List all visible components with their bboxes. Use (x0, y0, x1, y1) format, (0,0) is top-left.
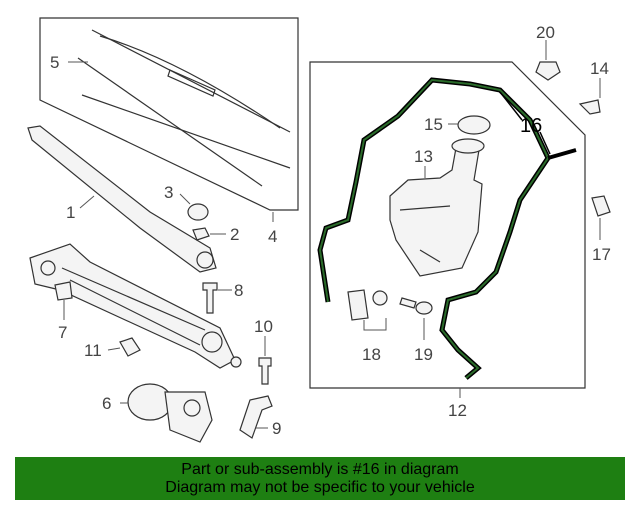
wiper-linkage[interactable] (29, 243, 242, 369)
hose-clip[interactable] (591, 195, 611, 217)
callout-9: 9 (272, 419, 281, 438)
callout-3: 3 (164, 183, 173, 202)
wiper-arm[interactable] (27, 125, 217, 273)
bushing[interactable] (119, 337, 141, 357)
banner-line-2: Diagram may not be specific to your vehi… (165, 479, 475, 496)
callout-8: 8 (234, 281, 243, 300)
banner-line-1: Part or sub-assembly is #16 in diagram (181, 461, 459, 478)
callout-13: 13 (414, 147, 433, 166)
pivot-cap[interactable] (187, 203, 209, 221)
callout-10: 10 (254, 317, 273, 336)
parts-diagram: 1 2 3 4 5 6 7 8 9 10 11 12 13 14 15 16 1… (27, 17, 611, 443)
reservoir-cap[interactable] (457, 115, 491, 135)
level-sensor[interactable] (399, 297, 433, 315)
callout-2: 2 (230, 225, 239, 244)
washer-reservoir[interactable] (389, 138, 485, 277)
callout-19: 19 (414, 345, 433, 364)
callout-20: 20 (536, 23, 555, 42)
washer-pump[interactable] (347, 289, 388, 321)
leader-lines (63, 40, 601, 429)
callout-15: 15 (424, 115, 443, 134)
callout-12: 12 (448, 401, 467, 420)
wiper-blade[interactable] (77, 29, 291, 187)
info-banner: Part or sub-assembly is #16 in diagram D… (15, 457, 625, 500)
mount-bolt[interactable] (258, 357, 272, 385)
callout-17: 17 (592, 245, 611, 264)
callout-4: 4 (268, 227, 277, 246)
callout-6: 6 (102, 394, 111, 413)
callout-14: 14 (590, 59, 609, 78)
callout-11: 11 (84, 341, 102, 360)
callout-18: 18 (362, 345, 381, 364)
bolt[interactable] (202, 282, 218, 314)
blade-group-box (39, 17, 299, 211)
callout-16: 16 (520, 115, 542, 137)
callout-5: 5 (50, 53, 59, 72)
washer-hose[interactable] (317, 77, 577, 380)
wiper-motor[interactable] (127, 383, 213, 443)
callout-1: 1 (66, 203, 75, 222)
reservoir-bolt[interactable] (578, 99, 601, 115)
pivot-nut[interactable] (192, 227, 210, 241)
washer-group-box (309, 61, 586, 389)
motor-bracket[interactable] (239, 395, 273, 439)
callout-7: 7 (58, 323, 67, 342)
clip[interactable] (535, 61, 561, 81)
